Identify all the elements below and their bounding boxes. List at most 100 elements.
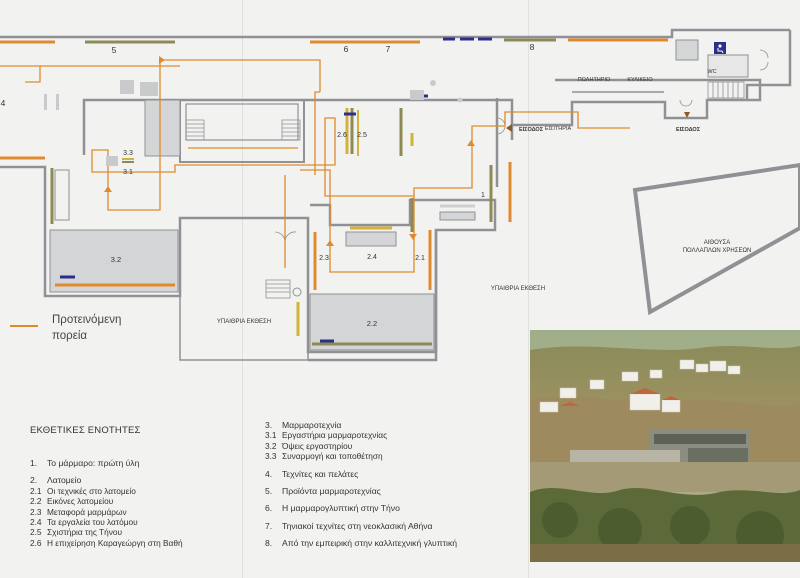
section-label: Λατομείο <box>47 475 82 486</box>
section-number: 7. <box>265 520 273 531</box>
zone-label: 3.2 <box>111 255 121 264</box>
sections-title: ΕΚΘΕΤΙΚΕΣ ΕΝΟΤΗΤΕΣ <box>30 425 141 436</box>
multipurpose-hall <box>632 162 800 316</box>
entrance-arrow-icon <box>506 112 690 132</box>
route-legend-label: Προτεινόμενη πορεία <box>52 312 121 344</box>
fold-line <box>242 0 243 578</box>
accessibility-icon <box>714 42 726 54</box>
subsection-label: Όψεις εργαστηρίου <box>282 440 353 451</box>
museum-photo <box>530 330 800 562</box>
section-number: 5. <box>265 486 273 497</box>
subsection-number: 3.1 <box>265 430 277 441</box>
plan-markers <box>44 80 463 297</box>
subsection-label: Εικόνες λατομείου <box>47 496 114 507</box>
section-number: 8. <box>265 538 273 549</box>
section-label: Η μαρμαρογλυπτική στην Τήνο <box>282 503 400 514</box>
outdoor-exhibit-label: ΥΠΑΙΘΡΙΑ ΕΚΘΕΣΗ <box>491 286 545 292</box>
subsection-label: Τα εργαλεία του λατόμου <box>47 517 138 528</box>
route-legend-line: Προτεινόμενη <box>52 314 122 326</box>
sections-column-left: 1. Το μάρμαρο: πρώτη ύλη 2. Λατομείο 2.1 Οι τ… <box>30 458 183 548</box>
spacer <box>265 531 457 538</box>
entrance-label: ΕΙΣΟΔΟΣ <box>519 127 544 133</box>
subsection-item: 3.2 Όψεις εργαστηρίου <box>265 441 457 451</box>
section-number: 4. <box>265 468 273 479</box>
sections-column-right: 3. Μαρμαροτεχνία 3.1 Εργαστήρια μαρμαροτεχν… <box>265 420 457 549</box>
tickets-label: ΕΙΣΙΤΗΡΙΑ <box>545 126 572 132</box>
section-number: 1. <box>30 458 38 468</box>
subsection-item: 3.3 Συναρμογή και τοποθέτηση <box>265 451 457 461</box>
route-legend-line: πορεία <box>52 330 88 342</box>
section-item: 6. Η μαρμαρογλυπτική στην Τήνο <box>265 503 457 513</box>
zone-label: 7 <box>386 44 391 54</box>
subsection-item: 2.4 Τα εργαλεία του λατόμου <box>30 517 183 527</box>
section-number: 6. <box>265 503 273 514</box>
subsection-label: Η επιχείρηση Καραγεώργη στη Βαθή <box>47 537 183 548</box>
zone-label: 2.5 <box>357 132 367 139</box>
subsection-label: Σχιστήρια της Τήνου <box>47 527 123 538</box>
subsection-number: 2.1 <box>30 485 42 496</box>
subsection-number: 3.2 <box>265 440 277 451</box>
spacer <box>265 462 457 469</box>
section-number: 3. <box>265 420 273 430</box>
subsection-number: 2.3 <box>30 506 42 517</box>
zone-label: 2.2 <box>367 319 377 328</box>
section-item: 5. Προϊόντα μαρμαροτεχνίας <box>265 486 457 496</box>
zone-label: 3.3 <box>123 150 133 157</box>
zone-label: 3.1 <box>123 169 133 176</box>
section-item: 4. Τεχνίτες και πελάτες <box>265 469 457 479</box>
subsection-number: 2.4 <box>30 517 42 528</box>
exhibit-strips <box>0 37 668 346</box>
subsection-item: 2.5 Σχιστήρια της Τήνου <box>30 527 183 537</box>
zone-label: 5 <box>112 45 117 55</box>
section-item: 3. Μαρμαροτεχνία <box>265 420 457 430</box>
suggested-route <box>0 59 630 273</box>
section-item: 7.Τηνιακοί τεχνίτες στη νεοκλασική Αθήνα <box>265 521 457 531</box>
section-label: Τεχνίτες και πελάτες <box>282 468 359 479</box>
spacer <box>265 479 457 486</box>
section-label: Το μάρμαρο: πρώτη ύλη <box>47 458 140 468</box>
zone-label: 4 <box>1 98 6 108</box>
subsection-label: Εργαστήρια μαρμαροτεχνίας <box>282 430 388 441</box>
subsection-label: Μεταφορά μαρμάρων <box>47 506 127 517</box>
section-number: 2. <box>30 475 38 486</box>
fold-line <box>528 0 529 578</box>
subsection-label: Οι τεχνικές στο λατομείο <box>47 485 136 496</box>
route-arrows <box>104 56 475 246</box>
spacer <box>30 468 183 475</box>
subsection-number: 3.3 <box>265 451 277 462</box>
section-label: Μαρμαροτεχνία <box>282 420 342 430</box>
multipurpose-hall-label: ΠΟΛΛΑΠΛΩΝ ΧΡΗΣΕΩΝ <box>683 248 752 254</box>
route-legend-swatch <box>10 325 38 327</box>
cafe-label: ΚΥΛΙΚΕΙΟ <box>627 77 653 83</box>
zone-label: 2.6 <box>337 132 347 139</box>
zone-label: 8 <box>530 42 535 52</box>
section-label: Προϊόντα μαρμαροτεχνίας <box>282 486 381 497</box>
subsection-number: 2.6 <box>30 537 42 548</box>
subsection-item: 2.3 Μεταφορά μαρμάρων <box>30 507 183 517</box>
subsection-item: 3.1 Εργαστήρια μαρμαροτεχνίας <box>265 430 457 440</box>
section-item: 8.Από την εμπειρική στην καλλιτεχνική γλ… <box>265 538 457 548</box>
section-item: 1. Το μάρμαρο: πρώτη ύλη <box>30 458 183 468</box>
room-labels: WC ΠΩΛΗΤΗΡΙΟ ΚΥΛΙΚΕΙΟ ΕΙΣΙΤΗΡΙΑ ΕΙΣΟΔΟΣ … <box>217 69 751 325</box>
section-item: 2. Λατομείο <box>30 475 183 485</box>
zone-label: 2.4 <box>367 254 377 261</box>
zone-label: 2.1 <box>415 255 425 262</box>
subsection-label: Συναρμογή και τοποθέτηση <box>282 451 383 462</box>
multipurpose-hall-label: ΑΙΘΟΥΣΑ <box>704 240 731 246</box>
subsection-item: 2.1 Οι τεχνικές στο λατομείο <box>30 486 183 496</box>
plan-walls <box>0 28 792 362</box>
plan-rooms <box>49 39 749 351</box>
shop-label: ΠΩΛΗΤΗΡΙΟ <box>578 77 611 83</box>
subsection-item: 2.6 Η επιχείρηση Καραγεώργη στη Βαθή <box>30 538 183 548</box>
subsection-number: 2.5 <box>30 527 42 538</box>
zone-label: 2.3 <box>319 255 329 262</box>
outdoor-exhibit-label: ΥΠΑΙΘΡΙΑ ΕΚΘΕΣΗ <box>217 319 271 325</box>
wc-label: WC <box>707 69 716 75</box>
entrance-label: ΕΙΣΟΔΟΣ <box>676 127 701 133</box>
zone-label: 1 <box>481 192 485 199</box>
spacer <box>265 514 457 521</box>
stairs <box>185 81 745 299</box>
